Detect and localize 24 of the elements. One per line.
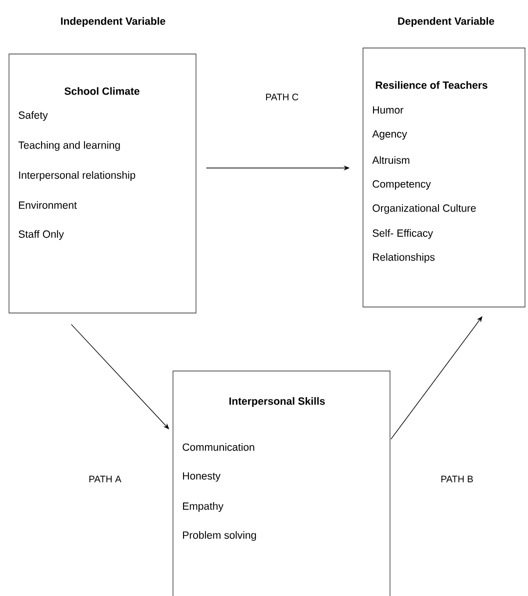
- list-item: Competency: [372, 180, 431, 190]
- list-item: Relationships: [373, 253, 435, 263]
- list-item: Environment: [19, 201, 77, 209]
- box-heading: Interpersonal Skills: [229, 397, 325, 407]
- variable-heading: Dependent Variable: [398, 17, 494, 27]
- box-heading: School Climate: [64, 87, 140, 95]
- path-label: PATH B: [441, 476, 473, 482]
- list-item: Safety: [18, 111, 48, 121]
- list-item: Interpersonal relationship: [19, 171, 136, 181]
- list-item: Communication: [182, 443, 254, 451]
- list-item: Self- Efficacy: [372, 229, 434, 239]
- variable-heading: Independent Variable: [61, 17, 166, 27]
- list-item: Empathy: [183, 502, 224, 512]
- list-item: Problem solving: [183, 531, 256, 541]
- list-item: Agency: [372, 130, 408, 140]
- list-item: Humor: [373, 106, 404, 114]
- box-heading: Resilience of Teachers: [376, 81, 488, 89]
- path-label: PATH C: [266, 94, 298, 100]
- list-item: Staff Only: [18, 230, 64, 240]
- list-item: Altruism: [372, 156, 410, 164]
- path-label: PATH A: [89, 476, 122, 482]
- list-item: Teaching and learning: [18, 141, 120, 151]
- list-item: Honesty: [183, 472, 221, 482]
- list-item: Organizational Culture: [372, 204, 476, 214]
